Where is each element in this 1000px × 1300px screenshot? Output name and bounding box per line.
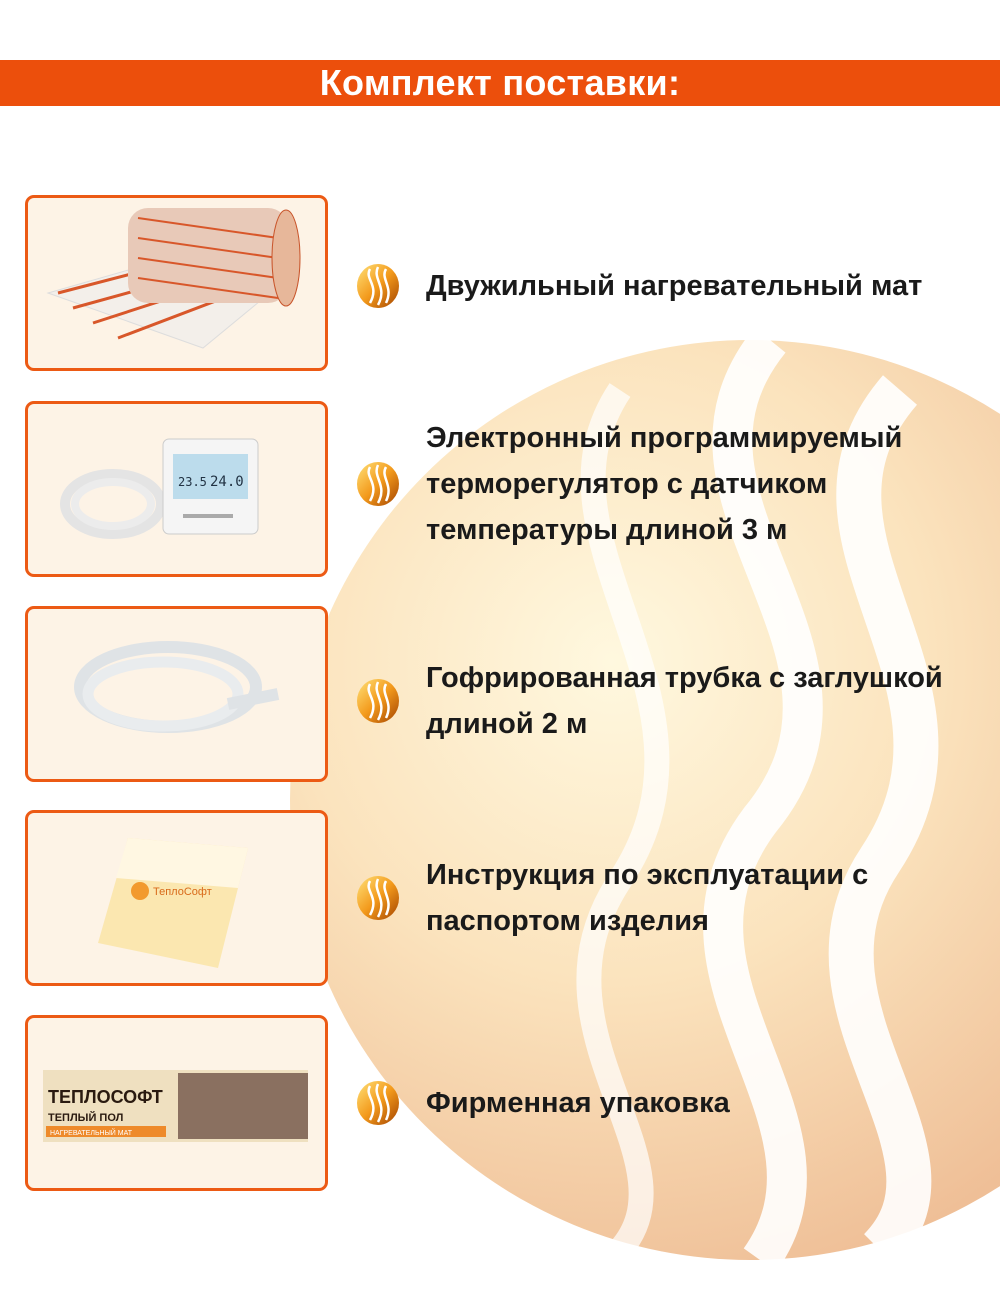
image-heating-mat	[25, 195, 328, 371]
item-label: Фирменная упаковка	[426, 1087, 730, 1119]
item-label: Электронный программируемый терморегулят…	[426, 422, 903, 546]
package-subtitle: ТЕПЛЫЙ ПОЛ	[48, 1111, 123, 1124]
brand-swirl-icon	[357, 679, 399, 723]
thermostat-reading-left: 23.5	[178, 475, 207, 489]
brand-swirl-icon	[357, 876, 399, 920]
item-label: Двужильный нагревательный мат	[426, 270, 923, 302]
image-package: ТЕПЛОСОФТ ТЕПЛЫЙ ПОЛ НАГРЕВАТЕЛЬНЫЙ МАТ	[25, 1015, 328, 1191]
header-banner: Комплект поставки:	[0, 60, 1000, 106]
heating-mat-icon	[46, 208, 301, 349]
list-item-tube: Гофрированная трубка с заглушкой длиной …	[356, 655, 943, 747]
thermostat-reading-right: 24.0	[210, 474, 244, 490]
item-label: Гофрированная трубка с заглушкой длиной …	[426, 662, 943, 740]
image-corrugated-tube	[25, 606, 328, 782]
list-item-package: Фирменная упаковка	[356, 1080, 730, 1126]
brand-swirl-icon	[357, 264, 399, 308]
brand-swirl-icon	[357, 462, 399, 506]
image-thermostat: 23.5 24.0	[25, 401, 328, 577]
image-manual: ТеплоСофт	[25, 810, 328, 986]
list-item-thermostat: Электронный программируемый терморегулят…	[356, 415, 902, 553]
brand-swirl-icon	[357, 1081, 399, 1125]
package-brand: ТЕПЛОСОФТ	[48, 1087, 163, 1107]
package-tag: НАГРЕВАТЕЛЬНЫЙ МАТ	[50, 1128, 133, 1137]
list-item-mat: Двужильный нагревательный мат	[356, 263, 922, 309]
item-label: Инструкция по эксплуатации с паспортом и…	[426, 859, 869, 937]
corrugated-tube-icon	[74, 641, 280, 733]
thermostat-icon: 23.5 24.0	[60, 438, 259, 539]
package-icon: ТЕПЛОСОФТ ТЕПЛЫЙ ПОЛ НАГРЕВАТЕЛЬНЫЙ МАТ	[43, 1070, 308, 1142]
list-item-manual: Инструкция по эксплуатации с паспортом и…	[356, 852, 868, 944]
manual-brand: ТеплоСофт	[153, 886, 212, 898]
manual-icon: ТеплоСофт	[98, 838, 248, 968]
